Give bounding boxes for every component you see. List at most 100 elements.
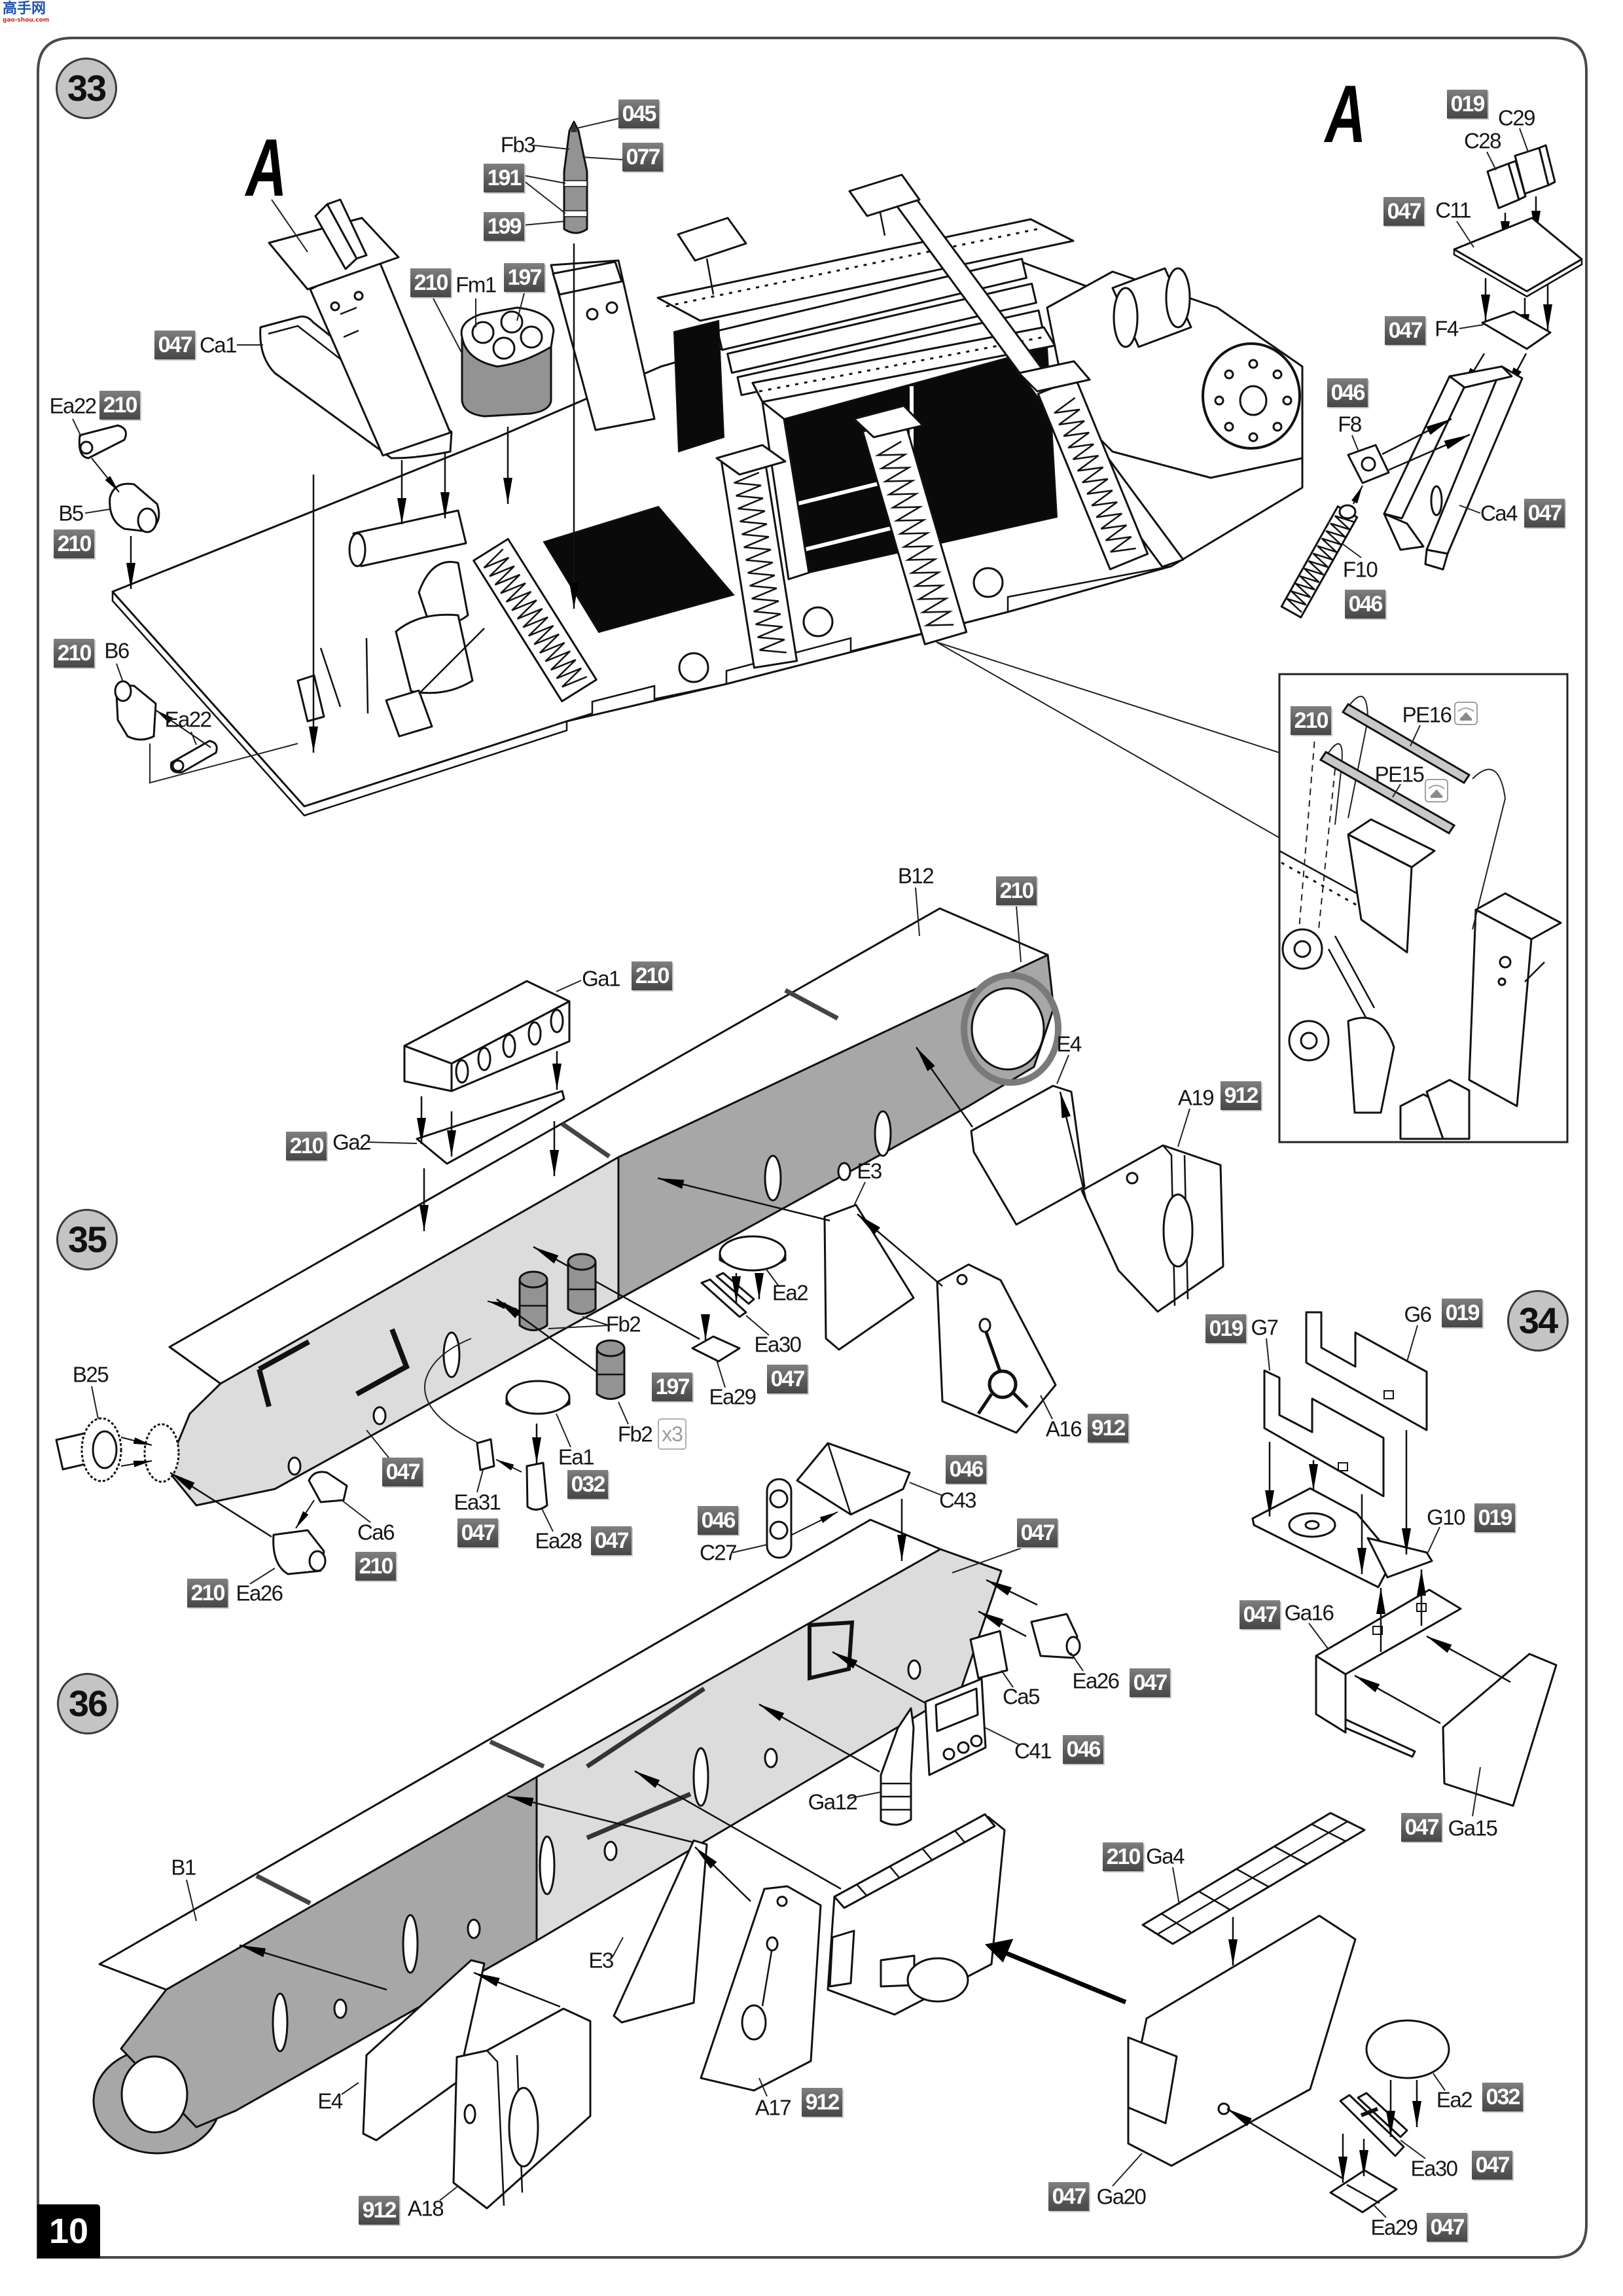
ga16-box [1315,1588,1462,1758]
part-label-ga15: Ga15 [1448,1816,1498,1840]
part-label-b1: B1 [171,1855,196,1880]
f4-paint-badge: 047 [1385,316,1425,345]
part-label-ea29: Ea29 [709,1384,757,1409]
ea2-cover [1365,2019,1450,2079]
ga4-grille [1141,1812,1366,1945]
page-number: 10 [37,2204,100,2258]
coil-spring [1286,515,1355,613]
part-label-ea26: Ea26 [236,1581,283,1605]
part-ca4 [1383,365,1524,571]
part-label-c11: C11 [1435,198,1471,223]
ea2-paint-badge: 032 [1482,2083,1523,2111]
part-label-c27: C27 [699,1540,738,1565]
part-label-f10: F10 [1342,557,1378,582]
ga1-box [403,980,571,1092]
part-label-ea22: Ea22 [49,393,97,418]
fb2-paint-badge: 197 [652,1372,692,1401]
hull-side-paint-badge: 047 [382,1458,423,1486]
part-label-c29: C29 [1497,105,1536,130]
hull-side-paint-badge: 047 [1017,1518,1058,1547]
gearbox-flange [1202,342,1301,450]
ea29-plate [1329,2169,1398,2214]
direction-arrow [1001,1949,1127,2005]
fm1-ammo-rack [460,306,555,418]
part-label-g10: G10 [1427,1505,1465,1530]
c11-paint-badge: 047 [1383,197,1424,226]
logo-text: 高手网 [3,1,46,17]
e4-bracket [970,1085,1086,1226]
b12-paint-badge: 210 [996,876,1037,905]
part-label-f8: F8 [1338,412,1362,437]
g10-paint-badge: 019 [1474,1503,1515,1532]
part-label-b6: B6 [104,638,130,663]
watermark-logo: 高手网 gao-shou.com [3,1,62,24]
g10-base [1251,1487,1433,1588]
hatch-plate [848,173,921,217]
sprocket-b25 [55,1417,180,1483]
c43-part [796,1442,911,1516]
step-number-34: 34 [1507,1290,1569,1352]
a-plate-part [259,198,453,459]
part-label-f4: F4 [1435,316,1459,341]
a16-paint-badge: 912 [1088,1414,1128,1443]
b5-paint-badge: 210 [54,529,94,558]
a18-paint-badge: 912 [359,2196,399,2225]
subassembly-marker-a: A [245,123,287,213]
ga20-storage-box-installed [827,1813,1006,2016]
c43-paint-badge: 046 [946,1455,986,1484]
subassembly-marker-a: A [1325,69,1366,160]
ea31-plate [476,1438,495,1471]
part-label-e3: E3 [857,1158,882,1183]
coil-spring [874,440,954,626]
part-label-fb2: Fb2 [617,1422,653,1446]
hatch-plate [677,217,747,262]
step-34-illustration [1251,1311,1558,1817]
fm1-paint-badge: 210 [410,268,451,297]
ea2-cover [719,1235,787,1272]
part-label-b25: B25 [72,1362,109,1387]
ca1-paint-badge: 047 [154,331,195,359]
step-35-illustration [55,887,1224,1585]
part-label-ga1: Ga1 [582,966,620,991]
step-36-illustration [92,1442,1450,2218]
ea30-paint-badge: 047 [1472,2151,1512,2179]
g6-plate [1305,1311,1428,1431]
part-label-ea22: Ea22 [164,707,212,732]
inset-paint-badge: 210 [1291,706,1331,735]
part-label-a19: A19 [1177,1085,1215,1110]
part-label-ea29: Ea29 [1370,2215,1418,2240]
small-parts-b5-b6-ea22 [78,424,218,774]
fb3-base-paint-badge: 199 [484,212,524,241]
step-35-leaders [91,887,1190,1585]
ea26-paint-badge: 210 [187,1579,228,1607]
ea29-paint-badge: 047 [1427,2213,1467,2242]
g6-paint-badge: 019 [1442,1299,1482,1327]
f8-paint-badge: 046 [1327,378,1368,407]
part-label-ea30: Ea30 [754,1332,802,1357]
pe16-bar [1341,702,1471,785]
ga12-shell [880,1707,915,1826]
part-label-fb2: Fb2 [605,1312,641,1336]
g7-plate [1263,1369,1385,1498]
part-label-fb3: Fb3 [500,132,536,157]
a17-box [700,1885,822,2092]
part-c11 [1453,217,1583,293]
page-frame [37,37,1588,2259]
hull-side-b1 [92,1518,1003,2155]
ca4-paint-badge: 047 [1524,499,1565,528]
part-label-ga16: Ga16 [1284,1600,1334,1625]
part-label-ea2: Ea2 [772,1280,809,1305]
fb3-tip-paint-badge: 045 [618,99,659,128]
ga20-paint-badge: 047 [1048,2182,1089,2211]
detail-inset [1278,673,1569,1143]
ga2-paint-badge: 210 [286,1132,327,1160]
e3-bracket [613,1839,708,2024]
wheel-hole [971,987,1045,1071]
part-label-ea26: Ea26 [1072,1668,1120,1693]
coil-spring [734,471,787,654]
ga20-box [1127,1914,1357,2167]
floor-mesh-panel [543,505,735,634]
part-label-g7: G7 [1251,1315,1279,1340]
part-label-ea30: Ea30 [1410,2156,1458,2181]
